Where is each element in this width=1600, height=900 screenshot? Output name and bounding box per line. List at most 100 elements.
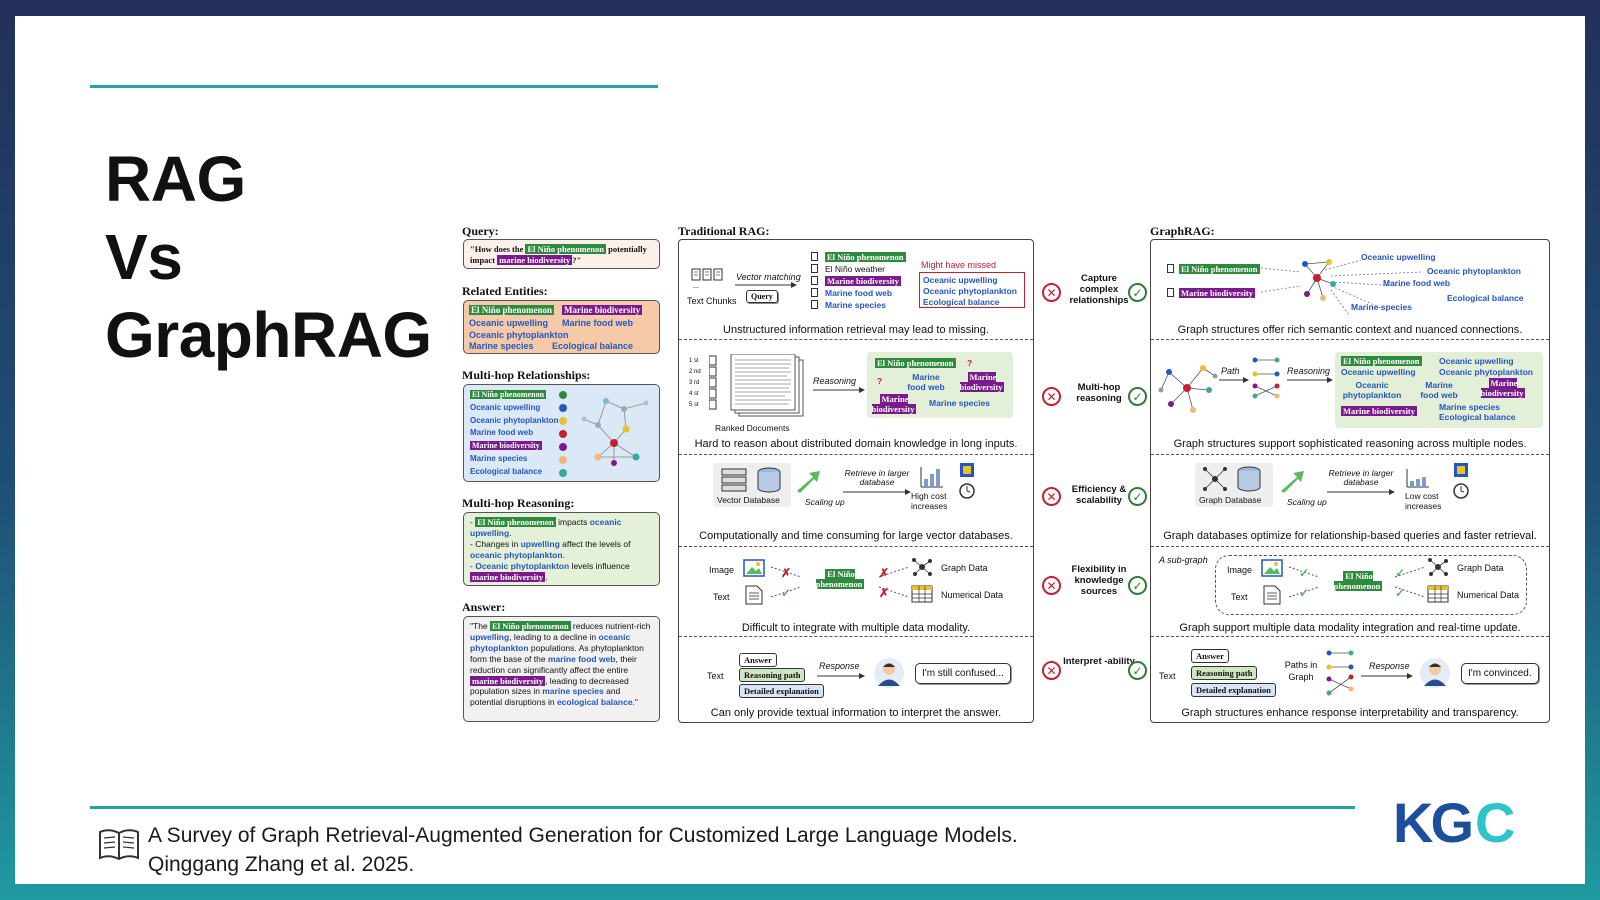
- arrow-icon: [1219, 377, 1249, 383]
- criterion-3: Efficiency & scalability: [1071, 484, 1127, 506]
- cost-label: Low cost increases: [1405, 491, 1442, 511]
- response-label: Response: [1369, 661, 1410, 671]
- svg-text:C: C: [1475, 792, 1515, 852]
- table-icon: [911, 585, 933, 603]
- traditional-rag-label: Traditional RAG:: [678, 224, 770, 238]
- doc-icon: [811, 252, 818, 261]
- citation: A Survey of Graph Retrieval-Augmented Ge…: [148, 821, 1018, 879]
- kgc-logo: KG C: [1393, 792, 1515, 852]
- title-line-2: Vs: [105, 221, 183, 293]
- arrow-icon: [817, 673, 865, 679]
- numerical-data-label: Numerical Data: [1457, 590, 1520, 600]
- arrow-icon: [843, 489, 911, 495]
- graph-data-icon: [912, 558, 932, 576]
- failed-links-icon: ✗✗: [878, 566, 910, 600]
- convinced-bubble: I'm convinced.: [1461, 663, 1539, 684]
- trad-caption-3: Computationally and time consuming for l…: [699, 530, 1013, 542]
- criterion-2: Multi-hop reasoning: [1076, 382, 1122, 404]
- answer-pill: Answer: [1191, 649, 1229, 663]
- svg-text:KG: KG: [1393, 792, 1471, 852]
- numerical-data-label: Numerical Data: [941, 590, 1004, 600]
- user-avatar-icon: [1420, 658, 1450, 688]
- svg-text:✓: ✓: [781, 586, 791, 600]
- reasoning-paths-icon: [1252, 357, 1280, 399]
- graph-data-icon: [1428, 558, 1448, 576]
- answer-label: Answer:: [462, 600, 506, 614]
- entity-el-nino: El Niño phenomenon: [525, 244, 607, 254]
- trad-caption-1: Unstructured information retrieval may l…: [723, 324, 989, 336]
- chip-and-clock-icon: [959, 463, 975, 499]
- text-chunks-label: Text Chunks: [687, 296, 737, 306]
- reasoning-box: - El Niño phenomenon impacts oceanic upw…: [463, 512, 660, 586]
- query-box: "How does the El Niño phenomenon potenti…: [463, 239, 660, 269]
- table-icon: [1427, 585, 1449, 603]
- reasoning-path-pill: Reasoning path: [1191, 666, 1258, 680]
- trad-caption-5: Can only provide textual information to …: [710, 707, 1002, 719]
- doc-icon: [811, 300, 818, 309]
- user-avatar-icon: [874, 658, 904, 688]
- graphrag-panel: El Niño phenomenon Marine biodiversity: [1150, 239, 1550, 723]
- text-document-icon: [1263, 585, 1281, 605]
- svg-text:✓: ✓: [1395, 586, 1405, 600]
- graph-caption-3: Graph databases optimize for relationshi…: [1163, 530, 1537, 542]
- graph-row-reasoning: Path Reasoning El Niño phenomenon Oceani…: [1151, 340, 1549, 455]
- text-label: Text: [1159, 671, 1176, 681]
- graph-row-modality: A sub-graph Image Text ✓✓ El Niño phenom…: [1151, 547, 1549, 637]
- graph-row-efficiency: Graph Database Scaling up Retrieve in la…: [1151, 455, 1549, 547]
- vector-matching-label: Vector matching: [736, 272, 801, 282]
- arrow-icon: [1327, 489, 1395, 495]
- title-line-1: RAG: [105, 143, 246, 215]
- answer-pill: Answer: [739, 653, 777, 667]
- cross-icon: ✕: [1042, 487, 1061, 506]
- graph-database-icon: [1203, 466, 1261, 492]
- cross-icon: ✕: [1042, 576, 1061, 595]
- cost-label: High cost increases: [911, 491, 948, 511]
- text-chunks-icon: ...: [691, 268, 723, 290]
- top-rule: [90, 85, 658, 88]
- check-icon: ✓: [1128, 387, 1147, 406]
- scaling-up-label: Scaling up: [1287, 497, 1327, 507]
- title-line-3: GraphRAG: [105, 299, 432, 371]
- reasoning-label: Reasoning: [1287, 366, 1331, 376]
- trad-caption-2: Hard to reason about distributed domain …: [694, 438, 1018, 450]
- detailed-explanation-pill: Detailed explanation: [1191, 683, 1276, 697]
- graph-data-label: Graph Data: [941, 563, 988, 573]
- paths-in-graph-label: Paths in Graph: [1284, 660, 1318, 682]
- reasoning-paths-icon: [1326, 650, 1354, 696]
- scaling-up-label: Scaling up: [805, 497, 845, 507]
- trad-reasoning-pane: El Niño phenomenon ? ? Marine food web M…: [867, 352, 1013, 418]
- text-document-icon: [745, 585, 763, 605]
- graph-network-icon: [1158, 365, 1218, 413]
- arrow-icon: [735, 282, 797, 288]
- slide-title: RAG Vs GraphRAG: [105, 140, 432, 374]
- image-icon: [743, 559, 765, 577]
- vector-database-icon: [721, 467, 781, 493]
- arrow-icon: [813, 387, 865, 393]
- might-have-missed-label: Might have missed: [921, 260, 997, 270]
- traditional-rag-panel: ... Text Chunks Vector matching Query El…: [678, 239, 1034, 723]
- entities-box: El Niño phenomenon Marine biodiversity O…: [463, 300, 660, 354]
- graph-caption-5: Graph structures enhance response interp…: [1181, 707, 1519, 719]
- confused-bubble: I'm still confused...: [915, 663, 1011, 684]
- sub-graph-outline: [1215, 555, 1527, 615]
- graph-caption-2: Graph structures support sophisticated r…: [1173, 438, 1527, 450]
- trad-row-retrieval: ... Text Chunks Vector matching Query El…: [679, 240, 1033, 340]
- text-label: Text: [713, 592, 730, 602]
- svg-text:✓: ✓: [1395, 566, 1405, 580]
- svg-text:✗: ✗: [781, 566, 791, 580]
- check-icon: ✓: [1128, 283, 1147, 302]
- svg-text:...: ...: [693, 281, 699, 290]
- citation-title: A Survey of Graph Retrieval-Augmented Ge…: [148, 824, 1018, 847]
- vector-database-label: Vector Database: [717, 495, 780, 505]
- retrieve-label: Retrieve in larger database: [1328, 468, 1394, 487]
- scaling-arrow-icon: [797, 471, 820, 493]
- bottom-rule: [90, 806, 1355, 809]
- cost-chart-icon: [1406, 469, 1429, 488]
- entity-el-nino: El Niño phenomenon: [815, 569, 865, 589]
- entity-el-nino: El Niño phenomenon: [1333, 571, 1383, 591]
- graph-caption-4: Graph support multiple data modality int…: [1179, 622, 1521, 634]
- svg-text:✓: ✓: [1299, 586, 1309, 600]
- path-label: Path: [1221, 366, 1240, 376]
- ranked-documents-label: Ranked Documents: [715, 423, 790, 433]
- detailed-explanation-pill: Detailed explanation: [739, 684, 824, 698]
